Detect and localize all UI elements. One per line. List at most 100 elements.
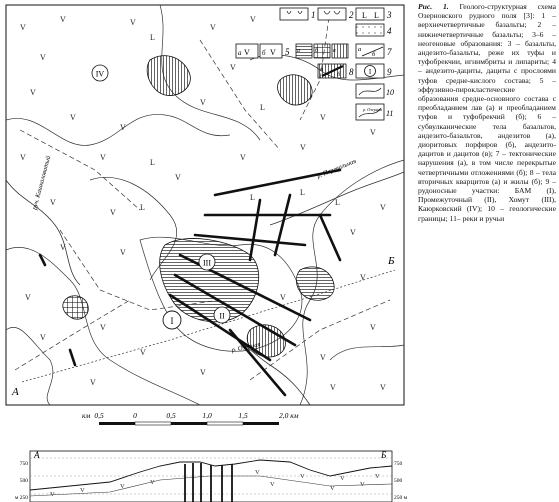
section-label-a: А (33, 450, 40, 460)
rock-symbol: V (240, 153, 246, 162)
svg-text:б: б (372, 51, 376, 58)
rock-symbol: V (40, 53, 46, 62)
area-marker-iv: IV (91, 64, 109, 82)
svg-text:I: I (369, 68, 372, 76)
rock-symbol: V (70, 113, 76, 122)
scale-segments (99, 421, 279, 426)
legend-item-5: а V б V 5 (235, 43, 290, 59)
section-rock-symbol: V (360, 481, 365, 488)
caption-title: Рис. 1. (418, 2, 449, 11)
rock-symbol: V (60, 15, 66, 24)
legend-item-4: 4 (355, 23, 392, 37)
rock-symbol: V (380, 203, 386, 212)
rock-symbol: V (40, 333, 46, 342)
rock-symbol: V (300, 143, 306, 152)
rock-symbol: V (370, 323, 376, 332)
section-end-label: Б (387, 255, 395, 267)
rock-symbol: L (250, 193, 255, 202)
rock-symbol: V (200, 368, 206, 377)
svg-text:V: V (244, 48, 250, 57)
scale-tick-label: 0 (133, 411, 137, 420)
scale-tick-label: 0,5 (94, 411, 104, 420)
rock-symbol: V (130, 18, 136, 27)
rock-symbol: L (150, 33, 155, 42)
area-label-iv: IV (96, 70, 105, 79)
svg-text:а: а (297, 48, 300, 54)
section-rock-symbol: V (270, 481, 275, 488)
area-label-i: I (171, 316, 174, 326)
svg-text:б: б (315, 47, 319, 54)
svg-text:в: в (333, 48, 336, 54)
rock-symbol: V (200, 98, 206, 107)
area-label-ii: II (219, 312, 225, 321)
svg-text:2: 2 (349, 10, 354, 20)
legend-item-1: 1 (279, 7, 316, 21)
svg-text:11: 11 (386, 109, 393, 118)
svg-text:р. Озерная: р. Озерная (362, 107, 382, 112)
rock-symbol: V (100, 323, 106, 332)
svg-text:5: 5 (285, 47, 290, 57)
area-marker-iii: III (198, 253, 216, 271)
rock-symbol: V (100, 153, 106, 162)
svg-text:V: V (270, 48, 276, 57)
legend-item-8: а б 8 (317, 63, 354, 79)
legend-item-9: I 9 (355, 63, 392, 79)
section-rock-symbol: V (255, 469, 260, 476)
rock-symbol: V (120, 123, 126, 132)
legend-item-6: а б в (295, 43, 349, 59)
svg-text:3: 3 (386, 10, 392, 20)
rock-symbol: V (360, 273, 366, 282)
svg-text:10: 10 (386, 88, 394, 97)
rock-symbol: V (20, 153, 26, 162)
rock-symbol: V (140, 348, 146, 357)
rock-symbol: V (380, 383, 386, 392)
rock-symbol: V (230, 63, 236, 72)
scale-tick-label: 0,5 (166, 411, 176, 420)
rock-symbol: V (175, 173, 181, 182)
svg-text:9: 9 (387, 67, 392, 77)
topography-profile (29, 459, 393, 491)
area-label-iii: III (203, 259, 211, 268)
rock-symbol: V (210, 23, 216, 32)
svg-text:8: 8 (349, 67, 354, 77)
rock-symbol: V (330, 383, 336, 392)
rock-symbol: V (120, 248, 126, 257)
section-label-b: Б (380, 450, 387, 460)
elevation-750-right: 750 (394, 461, 403, 467)
rock-symbol: V (110, 208, 116, 217)
scale-tick-label: 1,5 (238, 411, 248, 420)
elevation-500-right: 500 (394, 478, 403, 484)
legend-item-11: р. Озерная 11 (355, 103, 393, 121)
svg-text:б: б (337, 71, 341, 78)
rock-symbol: V (30, 88, 36, 97)
legend-item-2: 2 (317, 7, 354, 21)
rock-symbol: V (370, 128, 376, 137)
hatched-bodies (62, 55, 335, 358)
rock-symbol: V (25, 293, 31, 302)
section-rock-symbol: V (80, 487, 85, 494)
svg-text:1: 1 (311, 10, 316, 20)
rock-symbol: V (20, 23, 26, 32)
rock-symbol: V (50, 198, 56, 207)
rock-symbol: V (280, 293, 286, 302)
svg-text:4: 4 (387, 26, 392, 36)
rock-symbol: L (150, 158, 155, 167)
svg-text:км: км (82, 411, 91, 420)
rock-symbol: V (350, 228, 356, 237)
rock-symbol: V (90, 378, 96, 387)
rock-symbol: L (335, 198, 340, 207)
svg-text:L: L (374, 11, 379, 20)
rock-symbol: V (320, 353, 326, 362)
section-rock-symbol: V (150, 479, 155, 486)
rock-symbol: V (320, 113, 326, 122)
section-rock-symbol: V (330, 485, 335, 492)
svg-text:а: а (238, 49, 242, 57)
section-line (21, 269, 396, 383)
legend-item-10: 10 (355, 83, 394, 99)
scale-tick-label: 1,0 (202, 411, 212, 420)
area-marker-i: I (162, 310, 182, 330)
